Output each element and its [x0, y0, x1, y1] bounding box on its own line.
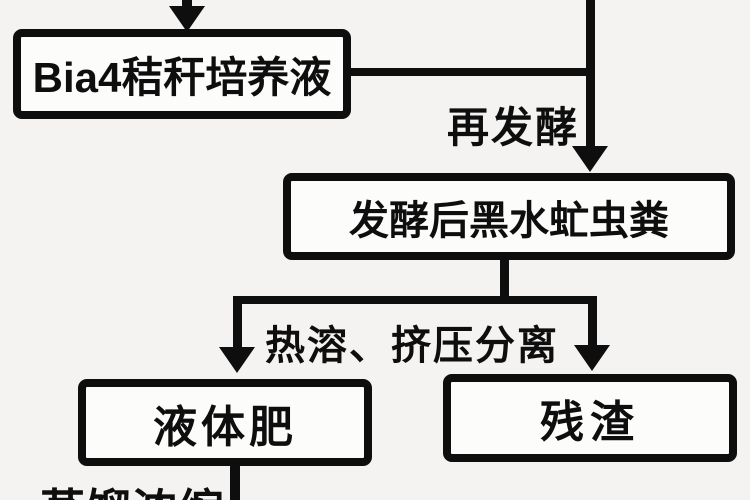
- edge-line-trunk-vertical: [586, 0, 595, 147]
- edge-label-refermentation: 再发酵: [447, 104, 580, 151]
- flow-node-culture-medium: Bia4秸秆培养液: [13, 29, 351, 119]
- flow-node-liquid-fertilizer: 液体肥: [78, 379, 372, 466]
- edge-line-culture-to-trunk: [351, 68, 591, 76]
- edge-line-splitter: [233, 296, 597, 304]
- edge-label-distillation: 蒸馏浓缩: [40, 474, 224, 500]
- flow-node-fermented-frass-label: 发酵后黑水虻虫粪: [349, 198, 669, 243]
- arrow-down-icon: [169, 6, 205, 32]
- arrow-down-icon: [574, 345, 610, 371]
- flow-node-culture-medium-label: Bia4秸秆培养液: [32, 53, 332, 101]
- arrow-down-icon: [219, 347, 255, 373]
- edge-line-liquid-stem: [230, 464, 240, 500]
- flow-node-residue-label: 残渣: [540, 398, 640, 447]
- flow-node-liquid-fertilizer-label: 液体肥: [153, 402, 297, 452]
- edge-line-branch-right: [588, 296, 597, 346]
- flow-node-fermented-frass: 发酵后黑水虻虫粪: [283, 173, 735, 260]
- edge-label-separation: 热溶、挤压分离: [265, 324, 559, 368]
- arrow-down-icon: [572, 146, 608, 172]
- flow-node-residue: 残渣: [443, 374, 737, 462]
- edge-line-branch-left: [233, 296, 242, 348]
- edge-line-frass-stem: [500, 258, 509, 300]
- edge-line-into-culture: [182, 0, 192, 10]
